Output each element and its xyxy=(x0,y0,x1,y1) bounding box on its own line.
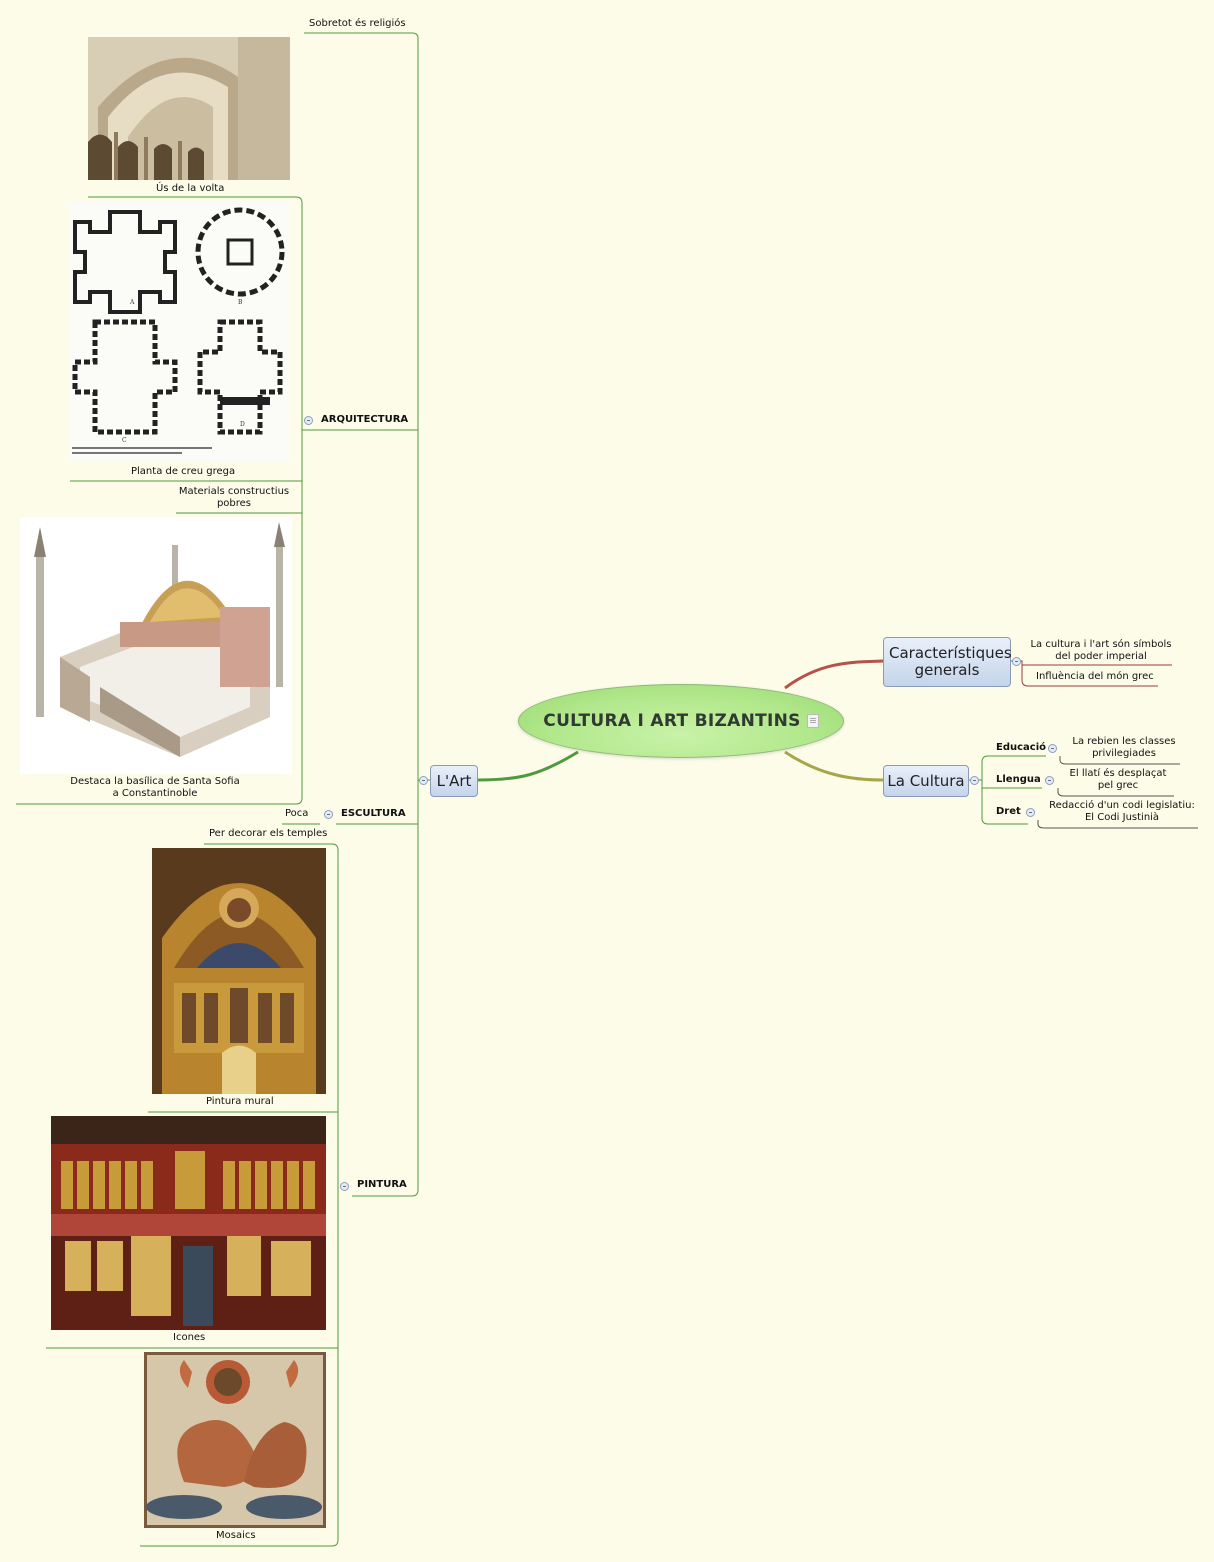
topic-cultura-label: La Cultura xyxy=(887,771,965,790)
svg-text:D: D xyxy=(240,421,245,428)
cultura-educacio-label: Educació xyxy=(996,742,1047,753)
collapse-escultura-icon[interactable] xyxy=(324,810,333,819)
pintura-item-icones: Icones xyxy=(173,1332,206,1343)
cultura-dret-label: Dret xyxy=(996,806,1021,817)
collapse-art-icon[interactable] xyxy=(419,776,428,785)
image-volta xyxy=(88,37,290,180)
cultura-llengua-detail: El llatí és desplaçat pel grec xyxy=(1069,768,1167,791)
collapse-educacio-icon[interactable] xyxy=(1048,744,1057,753)
note-icon[interactable] xyxy=(806,714,819,728)
image-icones xyxy=(51,1116,326,1330)
image-planta: A B C D xyxy=(70,202,290,462)
central-topic[interactable]: CULTURA I ART BIZANTINS xyxy=(518,684,844,758)
topic-art-label: L'Art xyxy=(436,771,472,790)
arquitectura-label: ARQUITECTURA xyxy=(321,414,409,425)
image-mosaics xyxy=(144,1352,326,1528)
svg-text:A: A xyxy=(129,299,135,306)
arquitectura-item-materials: Materials constructius pobres xyxy=(178,486,290,509)
topic-caracteristiques-label: Característiques generals xyxy=(889,644,1012,679)
arquitectura-item-sobretot: Sobretot és religiós xyxy=(309,18,406,29)
escultura-label: ESCULTURA xyxy=(341,808,406,819)
collapse-llengua-icon[interactable] xyxy=(1045,776,1054,785)
cultura-educacio-detail: La rebien les classes privilegiades xyxy=(1072,736,1176,759)
central-title: CULTURA I ART BIZANTINS xyxy=(543,711,801,731)
arquitectura-item-santa-sofia: Destaca la basílica de Santa Sofia a Con… xyxy=(70,776,240,799)
collapse-cultura-icon[interactable] xyxy=(970,776,979,785)
pintura-item-mosaics: Mosaics xyxy=(216,1530,256,1541)
svg-text:B: B xyxy=(238,299,243,306)
arquitectura-item-volta: Ús de la volta xyxy=(156,183,225,194)
collapse-pintura-icon[interactable] xyxy=(340,1182,349,1191)
topic-cultura[interactable]: La Cultura xyxy=(883,765,969,797)
caracteristiques-item-2: Influència del món grec xyxy=(1036,671,1154,682)
pintura-item-temples: Per decorar els temples xyxy=(209,828,328,839)
caracteristiques-item-1: La cultura i l'art són símbols del poder… xyxy=(1030,639,1172,662)
collapse-arquitectura-icon[interactable] xyxy=(304,416,313,425)
escultura-item-poca: Poca xyxy=(285,808,309,819)
topic-art[interactable]: L'Art xyxy=(430,765,478,797)
svg-text:C: C xyxy=(122,437,127,444)
image-pintura-mural xyxy=(152,848,326,1094)
pintura-item-mural: Pintura mural xyxy=(206,1096,274,1107)
cultura-llengua-label: Llengua xyxy=(996,774,1041,785)
image-santa-sofia xyxy=(20,517,292,774)
cultura-dret-detail: Redacció d'un codi legislatiu: El Codi J… xyxy=(1049,800,1195,823)
collapse-dret-icon[interactable] xyxy=(1026,808,1035,817)
arquitectura-item-planta: Planta de creu grega xyxy=(131,466,236,477)
pintura-label: PINTURA xyxy=(357,1179,407,1190)
topic-caracteristiques[interactable]: Característiques generals xyxy=(883,637,1012,687)
collapse-caracteristiques-icon[interactable] xyxy=(1012,657,1021,666)
